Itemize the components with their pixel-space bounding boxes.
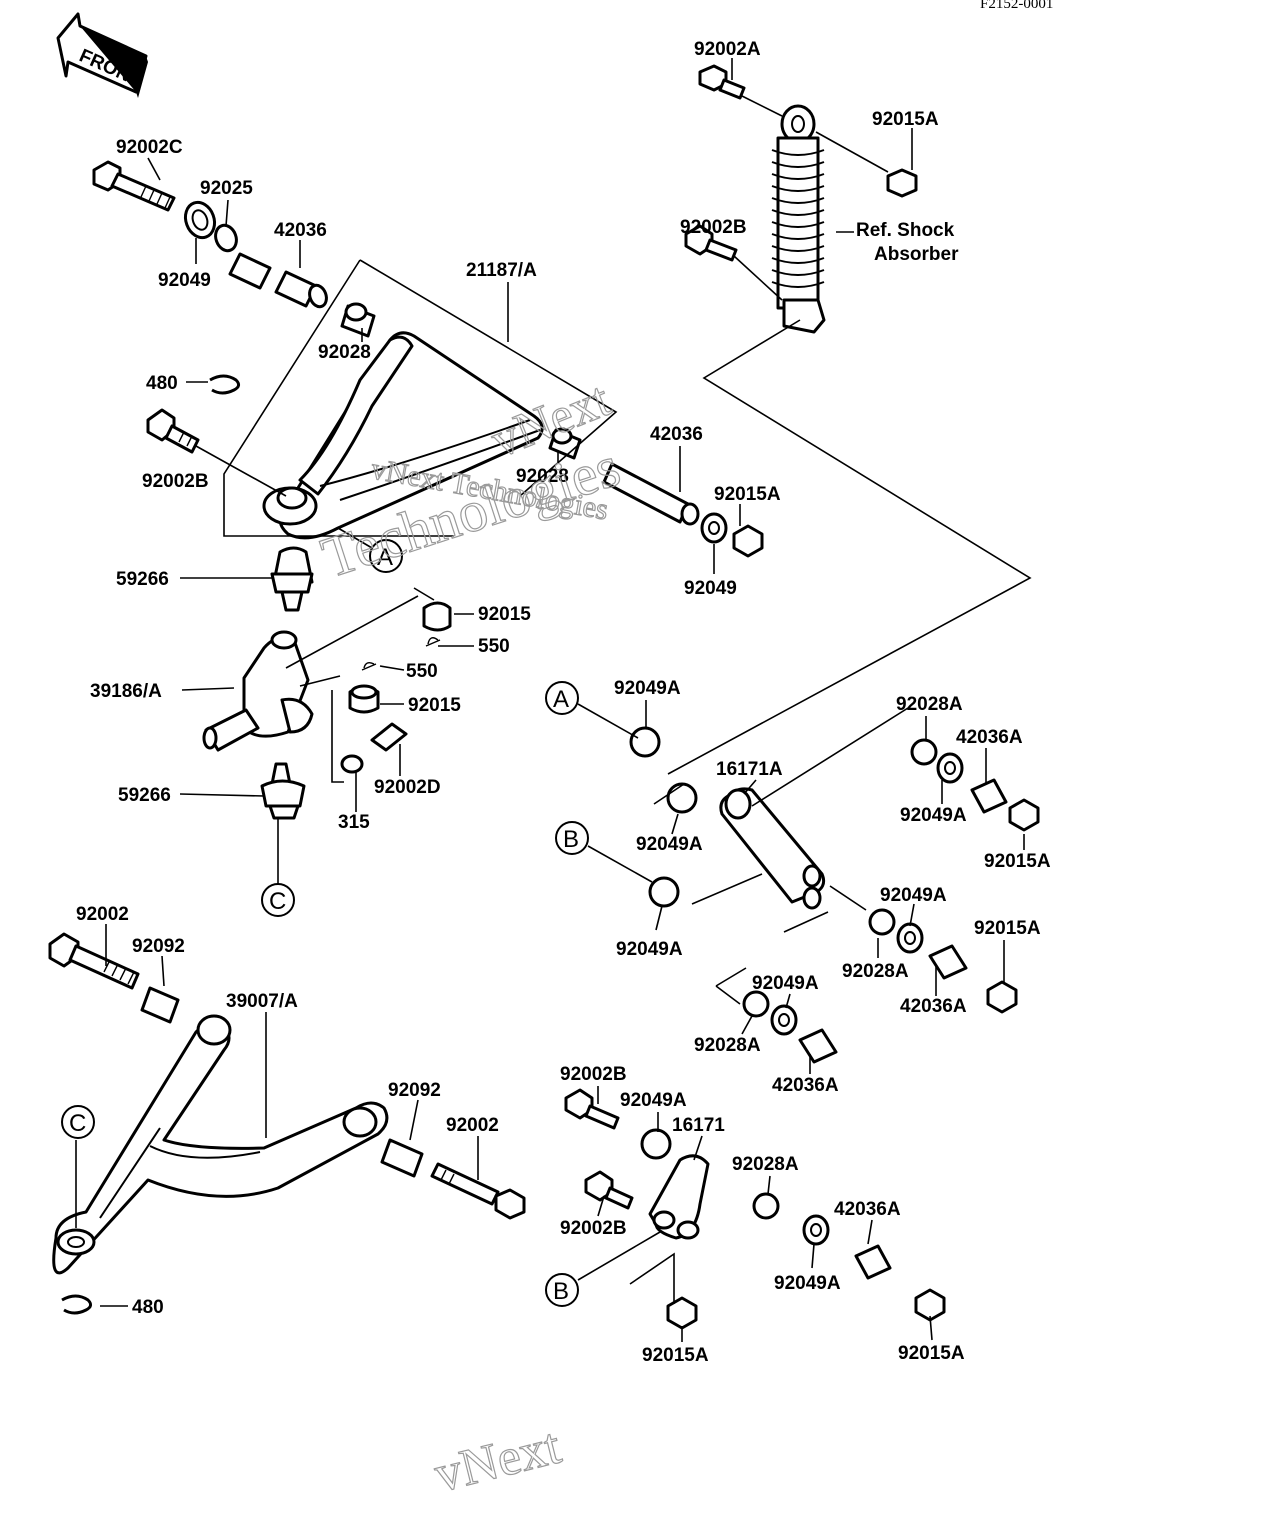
shock-link-leader <box>667 319 1032 775</box>
svg-text:vNext: vNext <box>429 1417 567 1503</box>
ref-note-line2: Absorber <box>874 244 959 265</box>
label-59266: 59266 <box>116 569 169 590</box>
label-92049A: 92049A <box>774 1273 841 1294</box>
label-21187A: 21187/A <box>466 260 537 281</box>
label-92002B: 92002B <box>680 217 747 238</box>
linkage-16171 <box>564 1088 946 1330</box>
leader-lines <box>100 58 1025 1342</box>
label-92002D: 92002D <box>374 777 441 798</box>
label-480: 480 <box>132 1297 164 1318</box>
label-92028A: 92028A <box>842 961 909 982</box>
ball-joint-upper <box>270 546 314 612</box>
callout-A-upper: A <box>337 527 403 573</box>
label-59266: 59266 <box>118 785 171 806</box>
label-550: 550 <box>478 636 510 657</box>
label-92028A: 92028A <box>732 1154 799 1175</box>
label-42036A: 42036A <box>956 727 1023 748</box>
callout-C-lower: C <box>61 1105 95 1228</box>
label-42036: 42036 <box>650 424 703 445</box>
label-92002B: 92002B <box>142 471 209 492</box>
label-92002: 92002 <box>446 1115 499 1136</box>
svg-text:C: C <box>269 888 286 915</box>
watermark: vNext Technologies vNext Technologies vN… <box>313 370 628 1504</box>
lower-a-arm <box>48 932 526 1315</box>
label-92049: 92049 <box>158 270 211 291</box>
label-92049A: 92049A <box>636 834 703 855</box>
callout-B-upper: B <box>555 821 589 855</box>
label-92015: 92015 <box>408 695 461 716</box>
linkage-16171A <box>577 703 1040 1064</box>
label-92015: 92015 <box>478 604 531 625</box>
label-92015A: 92015A <box>984 851 1051 872</box>
label-92049A: 92049A <box>900 805 967 826</box>
label-92049A: 92049A <box>616 939 683 960</box>
label-16171: 16171 <box>672 1115 725 1136</box>
label-92049A: 92049A <box>614 678 681 699</box>
label-92028: 92028 <box>516 466 569 487</box>
circlip-icon <box>209 374 241 395</box>
label-92002A: 92002A <box>694 39 761 60</box>
label-92049A: 92049A <box>620 1090 687 1111</box>
label-39186A: 39186/A <box>90 681 162 702</box>
label-92015A: 92015A <box>872 109 939 130</box>
callout-A-lower: A <box>545 681 579 715</box>
part-labels: 92002A 92015A 92002C 92025 42036 92049 2… <box>76 39 1051 1366</box>
upper-a-arm <box>223 259 618 540</box>
svg-text:C: C <box>69 1110 86 1137</box>
label-92092: 92092 <box>388 1080 441 1101</box>
label-92092: 92092 <box>132 936 185 957</box>
diagram-code: F2152-0001 <box>980 0 1053 12</box>
shock-absorber <box>684 64 918 334</box>
svg-text:A: A <box>377 544 393 571</box>
label-315: 315 <box>338 812 370 833</box>
label-92015A: 92015A <box>642 1345 709 1366</box>
label-42036: 42036 <box>274 220 327 241</box>
upper-arm-right-hardware <box>602 462 764 558</box>
label-92002B: 92002B <box>560 1218 627 1239</box>
ball-joint-lower <box>260 762 306 820</box>
label-92002B: 92002B <box>560 1064 627 1085</box>
label-92015A: 92015A <box>714 484 781 505</box>
label-92015A: 92015A <box>898 1343 965 1364</box>
callout-C-upper: C <box>261 818 295 917</box>
knuckle-hardware <box>285 587 452 783</box>
bolt-92002B-upper <box>146 408 287 497</box>
label-92002C: 92002C <box>116 137 183 158</box>
label-92049A: 92049A <box>752 973 819 994</box>
label-92049: 92049 <box>684 578 737 599</box>
label-92028: 92028 <box>318 342 371 363</box>
steering-knuckle <box>202 630 314 752</box>
label-92049A: 92049A <box>880 885 947 906</box>
label-92025: 92025 <box>200 178 253 199</box>
label-550: 550 <box>406 661 438 682</box>
front-arrow-icon: FRONT <box>56 12 148 98</box>
label-42036A: 42036A <box>772 1075 839 1096</box>
label-480: 480 <box>146 373 178 394</box>
label-92028A: 92028A <box>694 1035 761 1056</box>
label-42036A: 42036A <box>834 1199 901 1220</box>
ref-note-line1: Ref. Shock <box>856 220 955 241</box>
label-92015A: 92015A <box>974 918 1041 939</box>
label-42036A: 42036A <box>900 996 967 1017</box>
svg-text:A: A <box>553 686 569 713</box>
label-16171A: 16171A <box>716 759 783 780</box>
label-92002: 92002 <box>76 904 129 925</box>
upper-arm-hardware <box>92 160 376 338</box>
svg-text:B: B <box>553 1278 569 1305</box>
label-92028A: 92028A <box>896 694 963 715</box>
svg-text:B: B <box>563 826 579 853</box>
label-39007A: 39007/A <box>226 991 298 1012</box>
callout-B-lower: B <box>545 1273 579 1307</box>
